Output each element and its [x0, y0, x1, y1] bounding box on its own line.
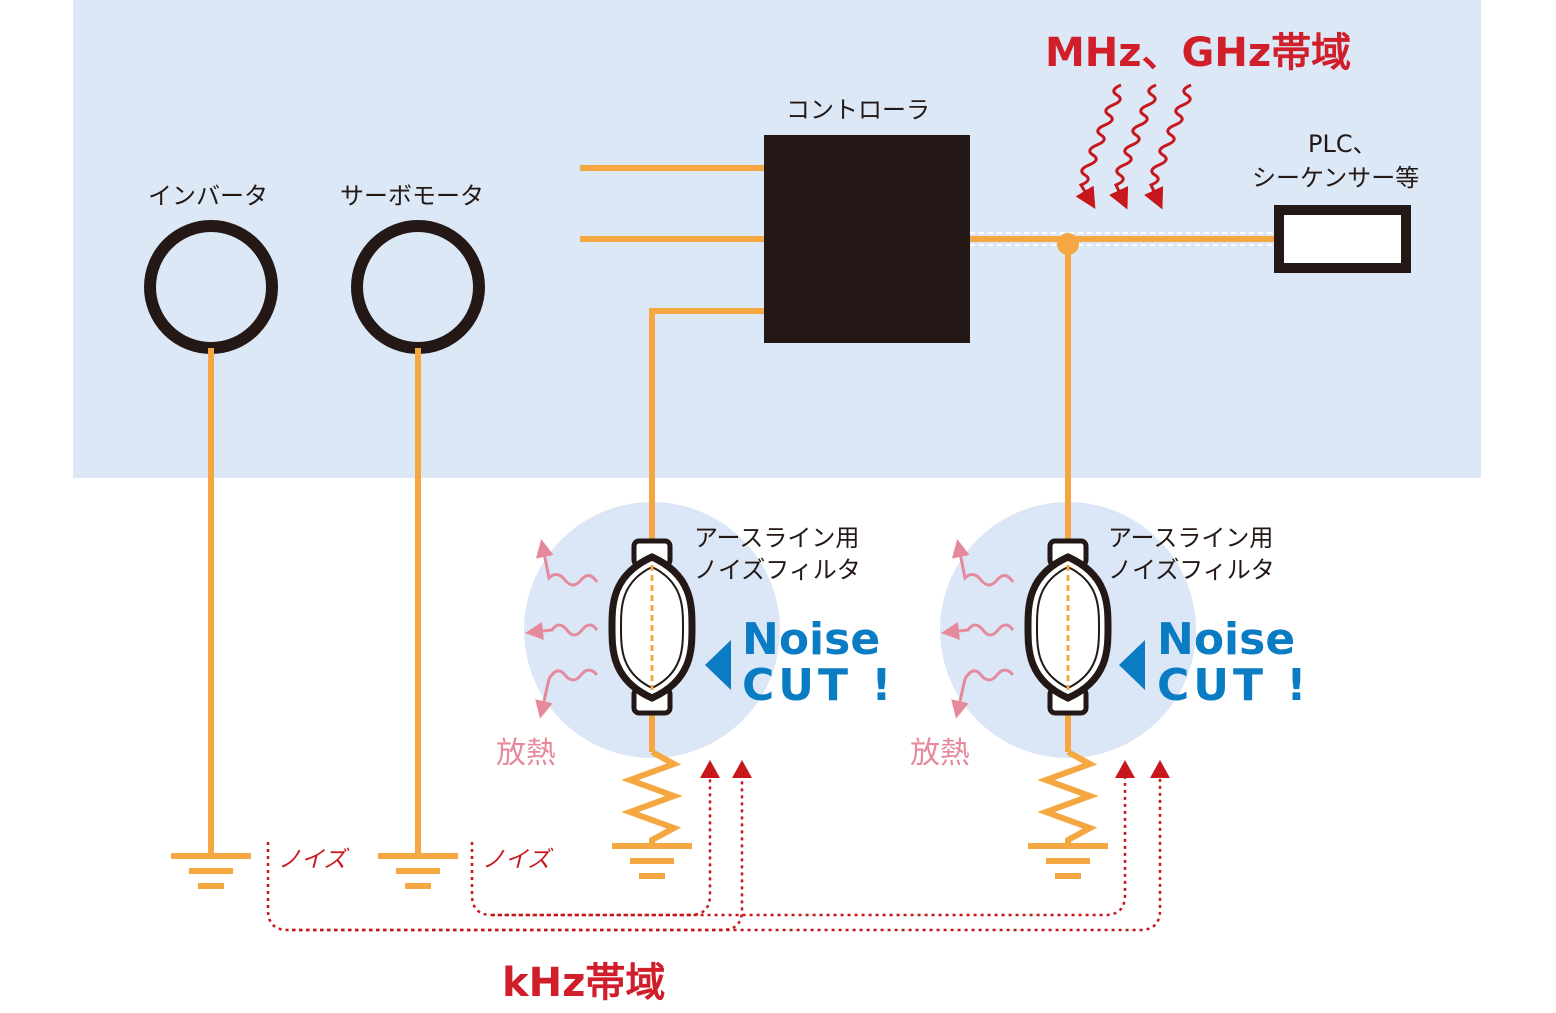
plc-box	[1274, 205, 1411, 273]
ground-icon	[171, 853, 251, 889]
resistor-left	[621, 749, 683, 846]
junction-dot	[1057, 233, 1079, 255]
high-band-label: MHz、GHz帯域	[1045, 30, 1352, 76]
ground-icon	[612, 843, 692, 879]
filter-label-left-2: ノイズフィルタ	[694, 556, 861, 584]
resistor-right	[1037, 749, 1099, 846]
noise-filter-right	[1024, 538, 1112, 716]
noise-cut-right-2: CUT !	[1157, 660, 1311, 711]
noise-label-2: ノイズ	[482, 847, 551, 873]
ground-icon	[378, 853, 458, 889]
low-band-label: kHz帯域	[502, 960, 666, 1006]
noise-cut-left-2: CUT !	[742, 660, 896, 711]
inverter-label: インバータ	[148, 182, 268, 210]
filter-label-left-1: アースライン用	[694, 524, 860, 552]
heat-label-left: 放熱	[496, 736, 556, 771]
plc-label-line2: シーケンサー等	[1252, 164, 1420, 192]
filter-label-right-1: アースライン用	[1108, 524, 1274, 552]
noise-cut-right-1: Noise	[1157, 614, 1296, 665]
heat-arrows-right	[941, 539, 1015, 719]
plc-label-line1: PLC、	[1308, 130, 1377, 158]
noise-cut-left-1: Noise	[742, 614, 881, 665]
ground-icon	[1028, 843, 1108, 879]
high-freq-arrows	[1075, 83, 1192, 210]
heat-arrows-left	[525, 539, 599, 719]
wires	[208, 165, 1275, 855]
noise-filter-left	[608, 538, 696, 716]
servo-motor-label: サーボモータ	[340, 182, 484, 210]
triangle-left-icon	[1119, 640, 1145, 690]
filter-label-right-2: ノイズフィルタ	[1108, 556, 1275, 584]
triangle-left-icon	[705, 640, 731, 690]
heat-label-right: 放熱	[910, 736, 970, 771]
noise-arrowheads	[700, 760, 1170, 778]
controller-box	[764, 135, 970, 343]
controller-label: コントローラ	[786, 96, 930, 124]
noise-paths	[266, 778, 1162, 932]
noise-label-1: ノイズ	[278, 847, 347, 873]
